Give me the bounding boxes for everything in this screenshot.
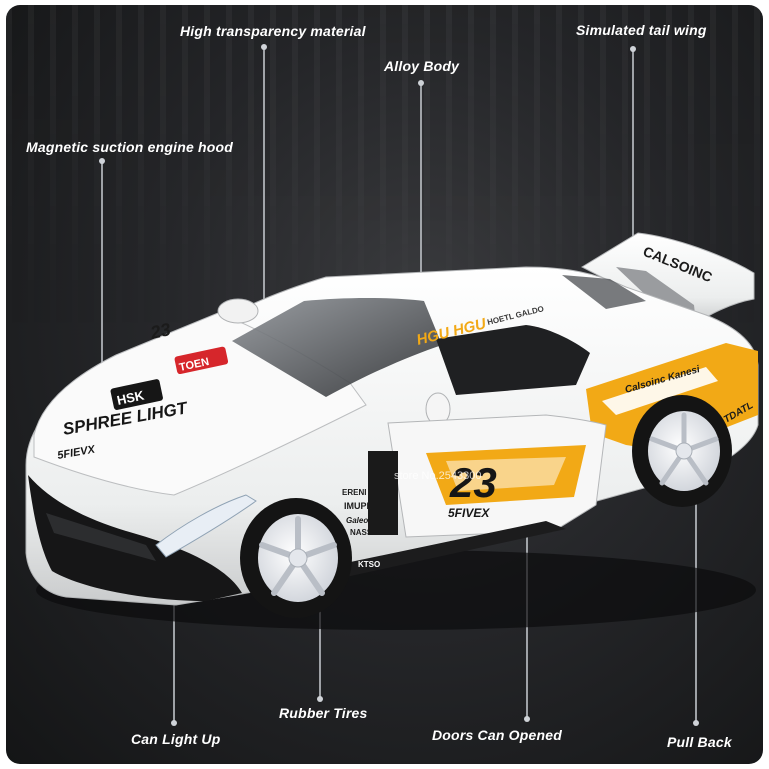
car-illustration: 23 TOEN HSK SPHREE LIHGT 5FIEVX HGU HGU … xyxy=(25,44,759,726)
label-magnetic-suction-engine-hood: Magnetic suction engine hood xyxy=(26,139,234,155)
fender-sponsor-1: ERENI xyxy=(342,488,366,497)
watermark-text: store No.2543300 xyxy=(394,470,481,482)
label-rubber-tires: Rubber Tires xyxy=(279,705,368,721)
rear-wheel xyxy=(632,395,732,507)
label-alloy-body: Alloy Body xyxy=(384,58,460,74)
label-simulated-tail-wing: Simulated tail wing xyxy=(576,22,707,38)
fender-sponsor-3: Galeol xyxy=(346,516,371,525)
door-number: 23 xyxy=(449,459,497,506)
hood-number: 23 xyxy=(148,319,173,343)
side-mirror xyxy=(217,298,259,324)
headlight xyxy=(155,494,257,558)
label-pull-back: Pull Back xyxy=(667,734,732,750)
fender-sponsor-2: IMUPL xyxy=(344,501,373,511)
opened-door: 23 5FIVEX xyxy=(368,414,607,538)
side-window xyxy=(436,325,590,395)
label-can-light-up: Can Light Up xyxy=(131,731,221,747)
windshield xyxy=(232,298,442,397)
label-high-transparency-material: High transparency material xyxy=(180,23,366,39)
front-bumper xyxy=(28,475,242,601)
product-photo-frame: 23 TOEN HSK SPHREE LIHGT 5FIEVX HGU HGU … xyxy=(6,5,763,764)
hood-badge: HSK xyxy=(116,387,147,408)
rocker-text: KTSO xyxy=(358,560,380,569)
fender-sponsor-4: NASSIN xyxy=(350,528,380,537)
fender-sponsors: ERENI IMUPL Galeol NASSIN xyxy=(342,488,380,537)
front-wheel xyxy=(240,498,352,618)
label-doors-can-opened: Doors Can Opened xyxy=(432,727,562,743)
door-sponsor: 5FIVEX xyxy=(448,506,490,520)
